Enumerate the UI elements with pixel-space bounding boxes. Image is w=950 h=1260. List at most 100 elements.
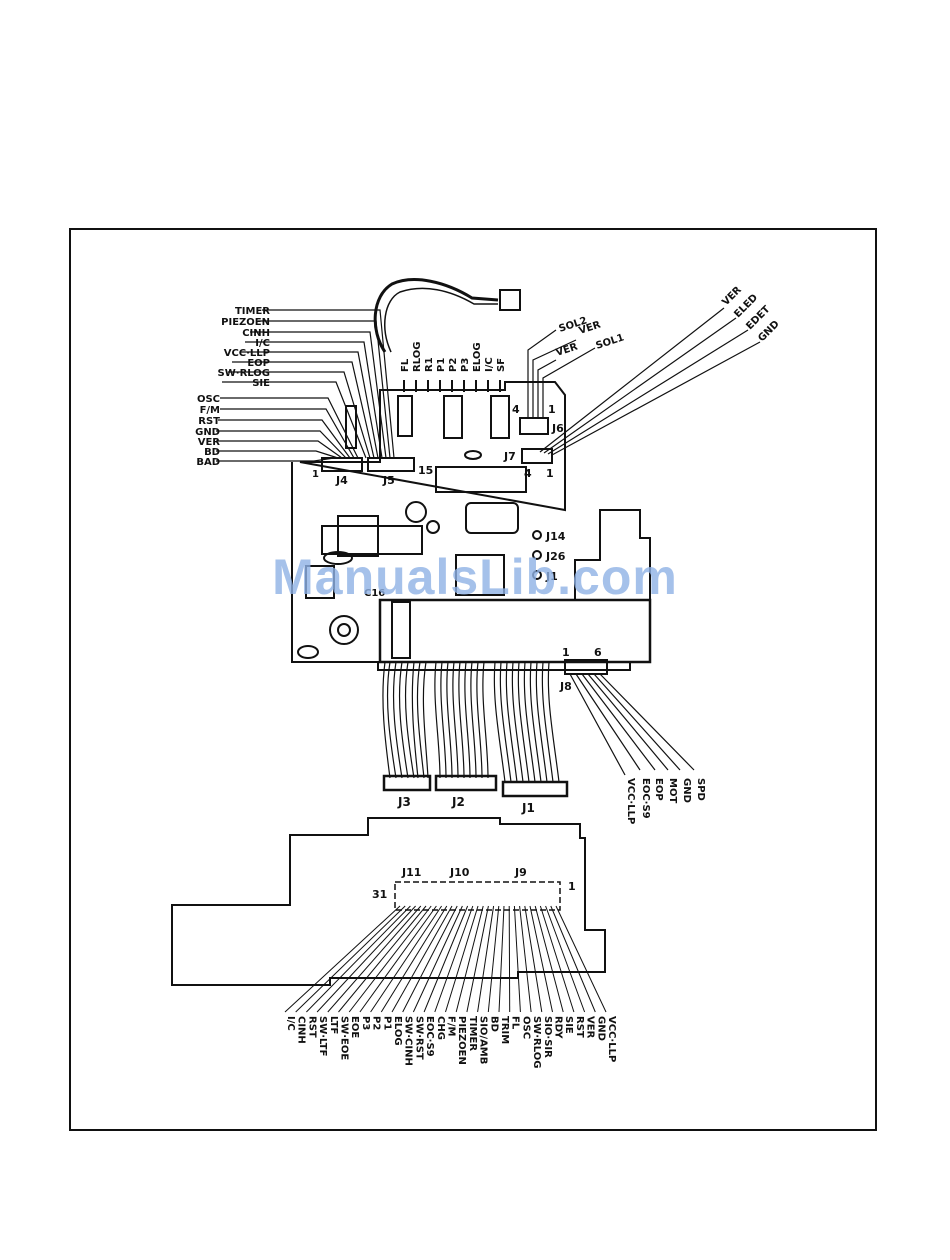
top-label: SF bbox=[496, 358, 507, 372]
potentiometer bbox=[329, 615, 359, 645]
leader-line bbox=[513, 905, 521, 1013]
bottom-label: RST bbox=[574, 1016, 585, 1038]
bottom-label: P2 bbox=[371, 1016, 382, 1030]
bottom-label: SW·LTF bbox=[317, 1016, 328, 1056]
leader-line bbox=[534, 905, 564, 1013]
test-point-j26 bbox=[532, 550, 542, 560]
bottom-label: RDY bbox=[553, 1016, 564, 1039]
harness-clamp bbox=[391, 601, 411, 659]
ic-chip bbox=[435, 466, 527, 493]
component-block bbox=[305, 565, 335, 599]
leader-line bbox=[487, 905, 500, 1013]
bottom-label: VER bbox=[585, 1016, 596, 1039]
leader-line bbox=[545, 905, 586, 1013]
label-j6: J6 bbox=[551, 422, 564, 435]
j2-connector bbox=[434, 774, 498, 792]
bottom-label: CINH bbox=[296, 1016, 307, 1044]
leader-line bbox=[466, 905, 489, 1013]
left-label: BAD bbox=[196, 457, 220, 468]
left-label: BD bbox=[204, 447, 220, 458]
leader-line bbox=[295, 905, 406, 1013]
leader-line bbox=[412, 905, 463, 1013]
lower-leader-lines bbox=[284, 905, 607, 1013]
pin-j6-1: 1 bbox=[548, 403, 556, 416]
ribbon-cables bbox=[382, 661, 560, 783]
bottom-label: FL bbox=[510, 1016, 521, 1030]
bottom-label: SW·RST bbox=[413, 1016, 424, 1060]
leader-line bbox=[359, 905, 437, 1013]
leader-line bbox=[306, 905, 411, 1013]
pin-j4-1: 1 bbox=[312, 469, 319, 480]
left-label: RST bbox=[198, 416, 220, 427]
ic-chip bbox=[345, 405, 357, 449]
leader-line bbox=[316, 905, 416, 1013]
trimmer bbox=[426, 520, 440, 534]
bottom-label: PIEZOEN bbox=[456, 1016, 467, 1065]
bottom-label: RST bbox=[306, 1016, 317, 1038]
pin-j8-6: 6 bbox=[594, 646, 602, 659]
left-label: I/C bbox=[255, 338, 270, 349]
lower-circuit-board bbox=[171, 817, 606, 986]
leader-line bbox=[370, 905, 443, 1013]
top-label: RLOG bbox=[412, 342, 423, 372]
plug bbox=[499, 289, 521, 311]
leader-line bbox=[550, 905, 596, 1013]
leader-line bbox=[539, 905, 575, 1013]
top-label: P3 bbox=[460, 358, 471, 372]
trimmer bbox=[405, 501, 427, 523]
label-j3: J3 bbox=[397, 795, 411, 809]
j8-label: EOP bbox=[653, 778, 664, 801]
bottom-label: SW·RLOG bbox=[531, 1016, 542, 1068]
bottom-label: EOE bbox=[349, 1016, 360, 1038]
label-j14: J14 bbox=[545, 530, 566, 543]
figure-frame bbox=[69, 228, 877, 1131]
ic-chip bbox=[397, 395, 413, 437]
top-label: R1 bbox=[424, 357, 435, 372]
leader-line bbox=[284, 905, 401, 1013]
j8-label: MOT bbox=[667, 778, 678, 803]
leader-line bbox=[348, 905, 432, 1013]
j5-connector bbox=[367, 457, 415, 472]
top-label: ELOG bbox=[472, 342, 483, 372]
ic-chip bbox=[443, 395, 463, 439]
j8-label: GND bbox=[681, 778, 692, 803]
bottom-label: SW·EOE bbox=[339, 1016, 350, 1060]
j7-connector bbox=[521, 448, 553, 464]
left-label: PIEZOEN bbox=[221, 317, 270, 328]
j8-label: VCC·LLP bbox=[625, 778, 636, 824]
left-label: SW·RLOG bbox=[218, 368, 270, 379]
left-leader-lines bbox=[216, 309, 395, 462]
j6-connector bbox=[519, 417, 549, 435]
left-label: CINH bbox=[242, 328, 270, 339]
label-j8: J8 bbox=[559, 680, 572, 693]
watermark: ManualsLib.com bbox=[272, 549, 678, 605]
label-c16: C16 bbox=[364, 588, 385, 599]
leader-line bbox=[380, 905, 448, 1013]
pin-j7-4: 4 bbox=[524, 467, 532, 480]
label-j5: J5 bbox=[382, 474, 395, 487]
component-block bbox=[455, 554, 505, 596]
label-j26: J26 bbox=[545, 550, 566, 563]
leader-line bbox=[508, 905, 511, 1013]
bottom-label: I/C bbox=[285, 1016, 296, 1031]
left-label: SIE bbox=[252, 378, 270, 389]
pin-j8-1: 1 bbox=[562, 646, 570, 659]
top-label: FL bbox=[400, 358, 411, 372]
capacitor bbox=[465, 502, 519, 534]
label-j11: J11 bbox=[401, 866, 421, 879]
leader-line bbox=[524, 905, 543, 1013]
bottom-label: TRIM bbox=[499, 1016, 510, 1044]
leader-line bbox=[498, 905, 505, 1013]
bottom-label: EOC·S9 bbox=[424, 1016, 435, 1057]
left-label: F/M bbox=[200, 405, 220, 416]
leader-line bbox=[434, 905, 474, 1013]
left-label: VER bbox=[198, 437, 221, 448]
leader-line bbox=[327, 905, 422, 1013]
label-j7: J7 bbox=[503, 450, 516, 463]
bottom-label: GND bbox=[595, 1016, 606, 1041]
pin-31: 31 bbox=[372, 888, 387, 901]
label-sol1: SOL1 bbox=[595, 332, 626, 351]
bottom-label: VCC·LLP bbox=[606, 1016, 617, 1062]
leader-line bbox=[455, 905, 484, 1013]
bottom-label: P1 bbox=[381, 1016, 392, 1030]
